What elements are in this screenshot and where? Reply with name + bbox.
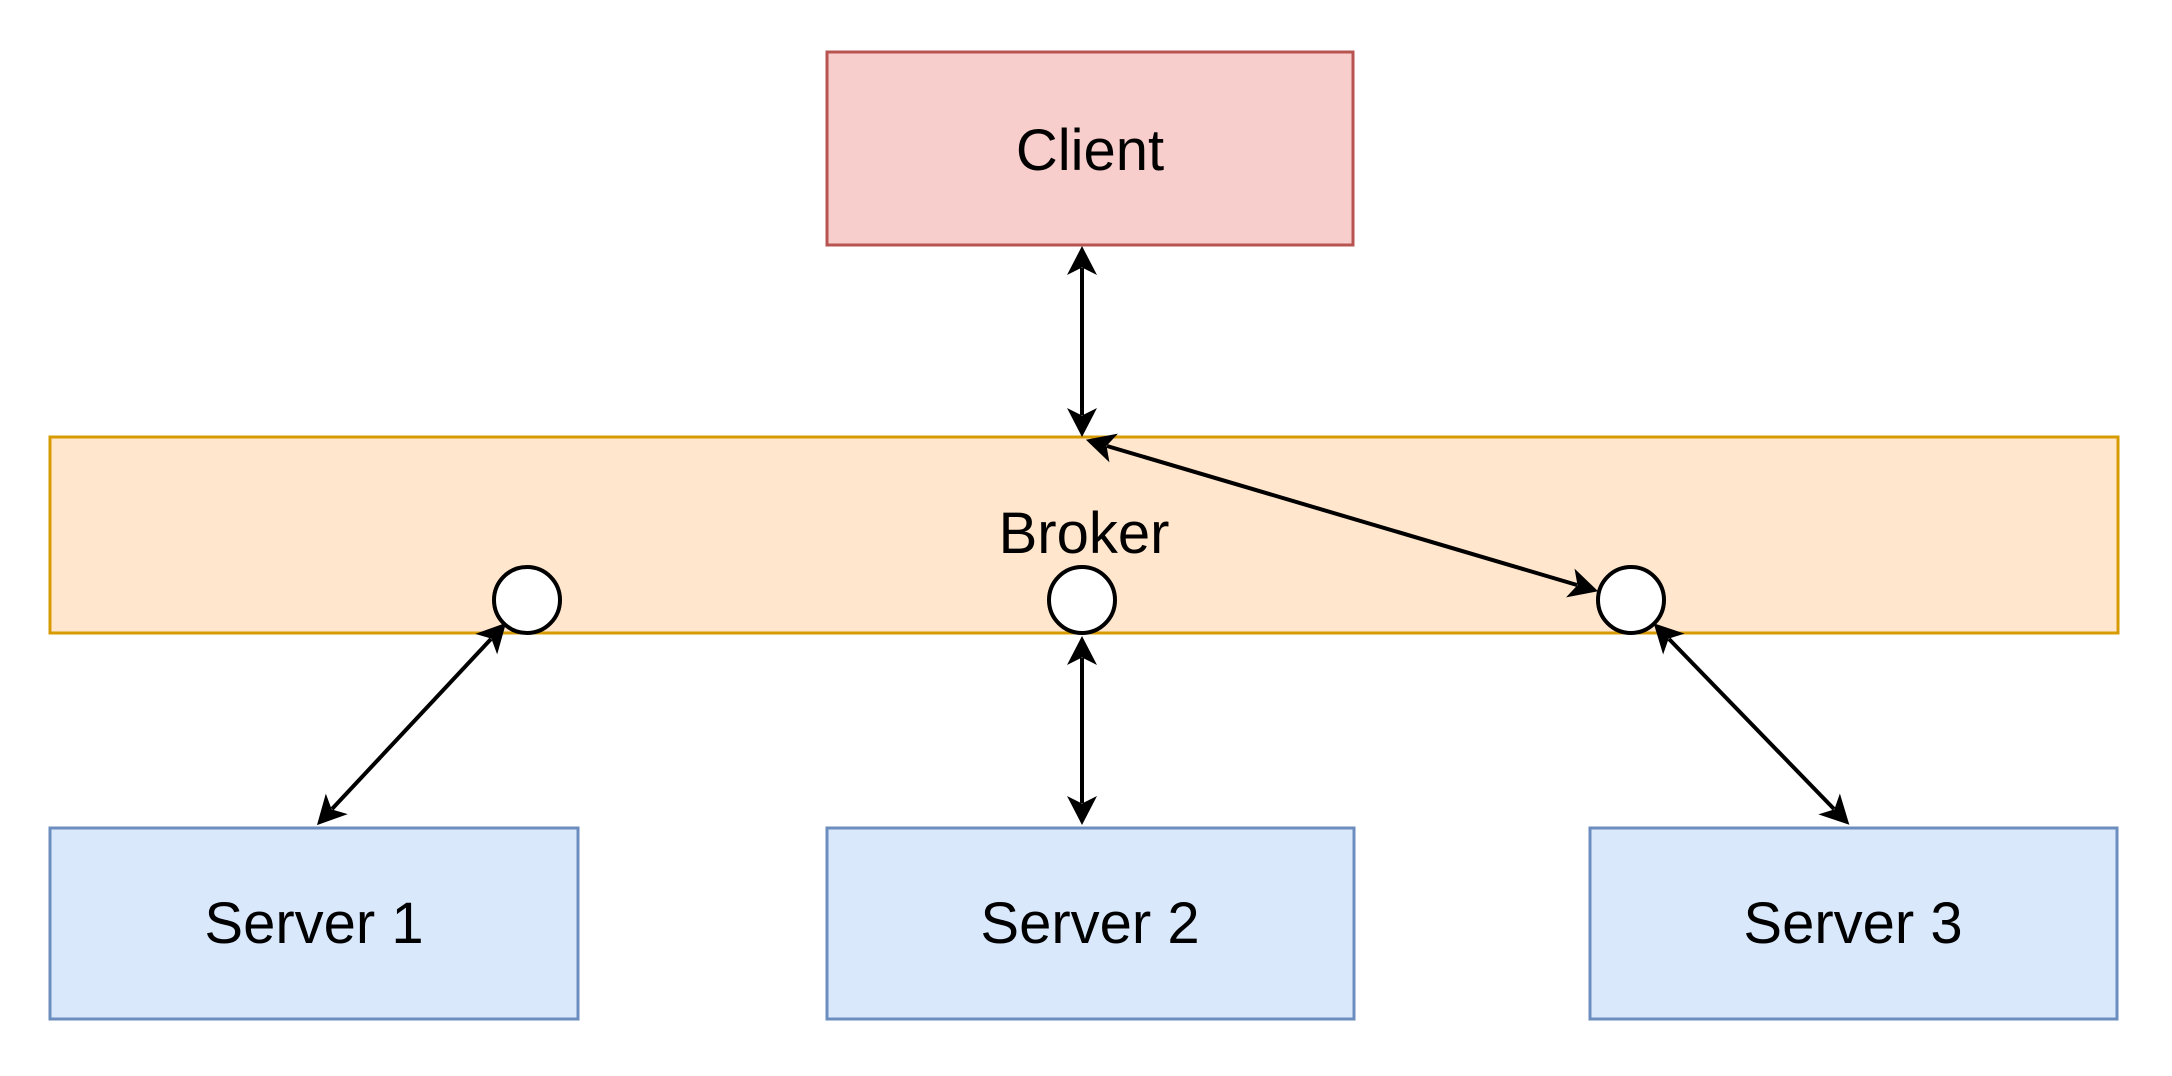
broker-port-2 [1047, 565, 1117, 635]
broker-label: Broker [999, 501, 1170, 566]
edge-broker-top-to-port-3 [1085, 433, 1599, 598]
edge-port-3-to-server-3 [1653, 623, 1850, 825]
server-2-label: Server 2 [980, 891, 1199, 956]
broker-port-1 [492, 565, 562, 635]
client-label: Client [1016, 118, 1164, 183]
server-1-node [48, 826, 580, 1021]
edge-port-1-to-server-1 [316, 622, 507, 826]
server-3-node [1588, 826, 2119, 1021]
server-3-label: Server 3 [1743, 891, 1962, 956]
server-2-node [825, 826, 1356, 1021]
broker-port-3 [1596, 565, 1666, 635]
server-1-label: Server 1 [204, 891, 423, 956]
client-node [825, 50, 1355, 247]
